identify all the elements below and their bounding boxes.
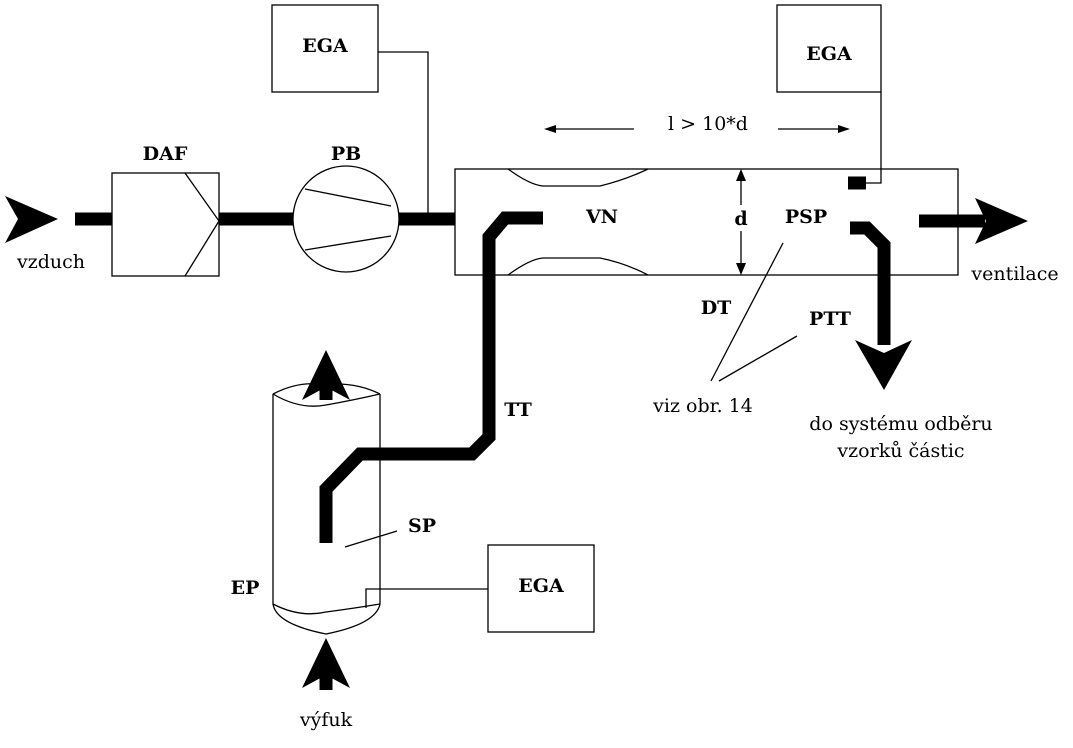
length-rule-label: l > 10*d xyxy=(668,113,748,135)
sampling-system-label-line1: do systému odběru xyxy=(809,413,992,435)
ega-label-bottom: EGA xyxy=(518,575,564,597)
ega-box-top-left xyxy=(271,4,379,93)
length-arrowhead-right xyxy=(838,125,850,133)
ventilation-label: ventilace xyxy=(970,263,1058,285)
sampling-system-label-line2: vzorků částic xyxy=(836,440,964,462)
exhaust-pipe-body xyxy=(272,394,381,635)
ega-line-top-right xyxy=(866,92,882,184)
ega-line-top-left xyxy=(378,51,429,214)
dt-leader-line xyxy=(710,242,784,382)
sampling-arrow xyxy=(855,340,912,390)
exhaust-label: výfuk xyxy=(299,709,353,731)
ep-label: EP xyxy=(231,577,260,599)
pb-pump-vane-bottom xyxy=(304,235,392,251)
pb-label: PB xyxy=(331,143,361,165)
daf-filter-element xyxy=(184,172,220,277)
ega-line-bottom xyxy=(365,588,488,608)
see-figure-label: viz obr. 14 xyxy=(652,395,753,417)
air-inlet-arrow xyxy=(5,196,58,243)
psp-probe-tube xyxy=(850,221,891,345)
tt-label: TT xyxy=(504,399,532,421)
venturi-upper-wall xyxy=(507,168,649,187)
exhaust-inflow-arrow xyxy=(302,638,350,688)
vn-label: VN xyxy=(585,206,618,228)
daf-label: DAF xyxy=(143,143,188,165)
diameter-marker-arrow-up xyxy=(736,169,746,181)
transfer-tube xyxy=(319,211,543,543)
ptt-leader-line xyxy=(718,335,798,382)
exhaust-outflow-arrow xyxy=(302,350,350,400)
pb-pump-vane-top xyxy=(304,188,392,207)
diameter-label: d xyxy=(734,208,747,230)
ega-box-top-right xyxy=(776,4,882,93)
psp-label: PSP xyxy=(785,206,827,228)
sp-label: SP xyxy=(408,515,436,537)
daf-filter-box xyxy=(111,172,220,277)
air-inlet-label: vzduch xyxy=(16,251,85,273)
length-arrowhead-left xyxy=(544,125,556,133)
pb-pump-circle xyxy=(292,165,400,273)
exhaust-pipe-bottom-front xyxy=(272,603,381,615)
ptt-label: PTT xyxy=(809,308,851,330)
diameter-label-background xyxy=(733,205,749,231)
exhaust-pipe-top-front xyxy=(272,393,381,407)
dt-label: DT xyxy=(701,297,732,319)
ega-label-top-left: EGA xyxy=(302,35,348,57)
ega-label-top-right: EGA xyxy=(806,43,852,65)
venturi-lower-wall xyxy=(507,257,649,276)
ventilation-arrow xyxy=(975,198,1028,244)
sp-leader-line xyxy=(344,530,398,548)
diameter-marker-arrow-down xyxy=(736,263,746,275)
